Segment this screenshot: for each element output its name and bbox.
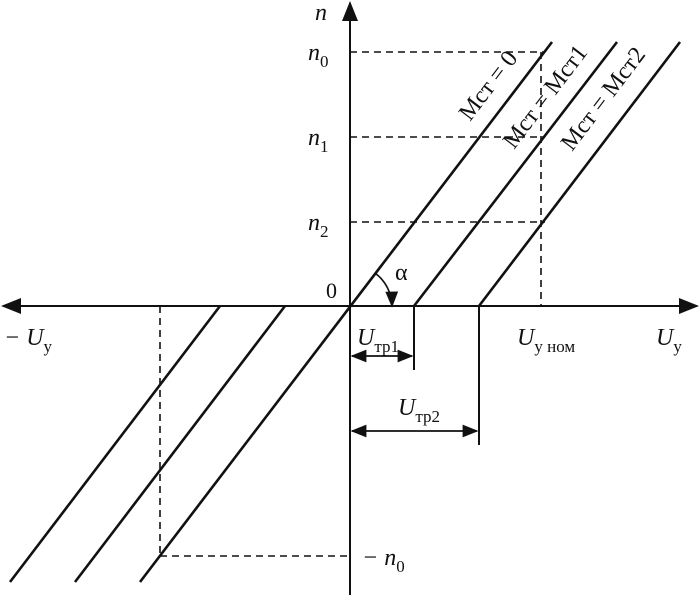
neg-uy-label: − U [4,325,45,351]
line-neg-2 [8,305,222,583]
line-neg-1 [73,305,287,583]
uy-label: U [656,325,675,351]
svg-text:Uтр2: Uтр2 [398,395,440,426]
svg-text:Uтр1: Uтр1 [357,325,399,356]
n1-label: n [308,125,320,151]
alpha-label: α [395,260,408,286]
line-mst-2 [477,41,682,307]
n2-label: n [308,210,320,236]
svg-text:− Uу: − Uу [4,325,53,356]
svg-text:Uу: Uу [656,325,682,356]
line-mst-0 [138,41,554,583]
svg-text:n0: n0 [308,40,329,71]
line-mst-1 [412,41,619,307]
line-mst-0-label: Mст = 0 [454,46,523,125]
svg-text:− n0: − n0 [362,545,405,576]
u-tr1-label: U [357,325,376,351]
u-nom-label: U [517,325,536,351]
svg-text:Uу ном: Uу ном [517,325,575,356]
alpha-arc [374,272,399,308]
n0-label: n [308,40,320,66]
u-tr2-label: U [398,395,417,421]
y-axis-label: n [315,0,327,26]
svg-text:n1: n1 [308,125,329,156]
svg-text:n2: n2 [308,210,329,241]
neg-n0-label: − n [362,545,396,571]
origin-label: 0 [326,278,337,303]
